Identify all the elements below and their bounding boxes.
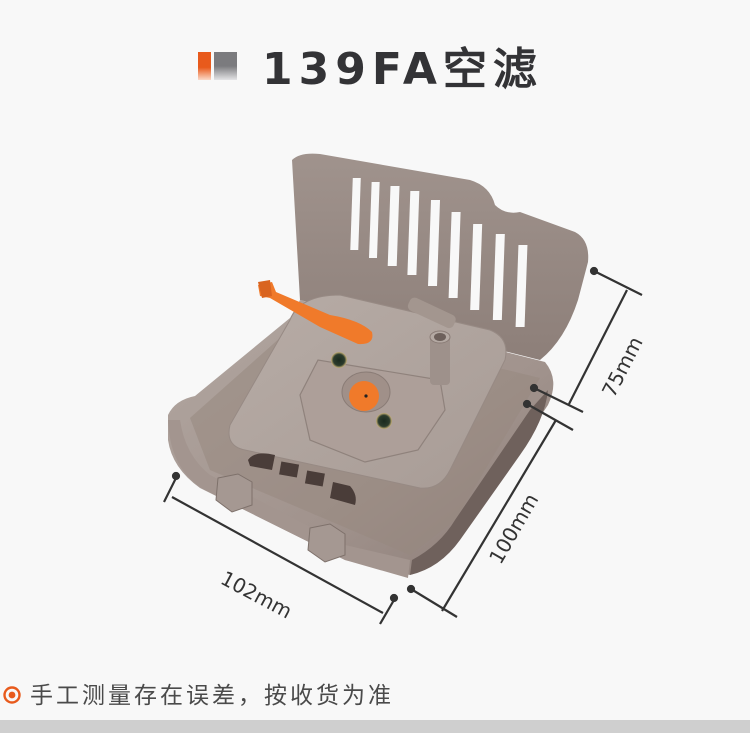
two-bar-icon — [198, 52, 240, 80]
gray-bar — [214, 52, 237, 80]
dimension-lines — [163, 266, 643, 625]
measurement-note: 手工测量存在误差，按收货为准 — [0, 676, 750, 716]
filter-plate — [228, 294, 507, 505]
note-text: 手工测量存在误差，按收货为准 — [30, 683, 394, 709]
latches — [215, 473, 346, 563]
target-icon — [3, 686, 21, 704]
bottom-divider — [0, 720, 750, 733]
orange-bar — [198, 52, 211, 80]
page-title: 139FA空滤 — [262, 44, 543, 95]
title-row: 139FA空滤 — [0, 38, 750, 102]
orange-lever — [258, 280, 373, 345]
